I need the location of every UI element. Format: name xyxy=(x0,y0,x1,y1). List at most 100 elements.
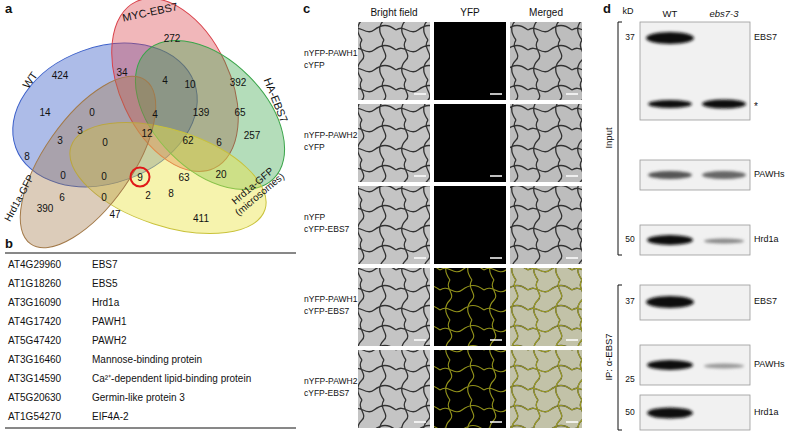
count: 8 xyxy=(168,188,174,199)
band-label: EBS7 xyxy=(754,33,777,43)
micrograph xyxy=(510,22,582,100)
blot-band xyxy=(646,32,746,419)
blot-band xyxy=(648,100,692,108)
count: 257 xyxy=(244,130,261,141)
micrograph xyxy=(510,268,582,346)
gene-id: AT4G17420 xyxy=(8,316,61,327)
venn-diagram xyxy=(0,55,181,269)
scale-bar xyxy=(414,339,426,341)
micrograph xyxy=(434,22,506,100)
construct-label: nYFP xyxy=(304,213,325,222)
section-bracket xyxy=(618,22,622,430)
micrograph xyxy=(358,22,430,100)
construct-label: cYFP-EBS7 xyxy=(304,225,349,234)
count: 6 xyxy=(59,192,65,203)
count: 0 xyxy=(101,192,107,203)
gene-name: PAWH1 xyxy=(92,316,126,327)
count: 10 xyxy=(184,79,195,90)
band-label: PAWHs xyxy=(754,170,785,180)
size-marker: 50 xyxy=(625,235,634,244)
count: 0 xyxy=(60,170,66,181)
panel-letter: a xyxy=(5,2,12,16)
micrograph xyxy=(510,104,582,182)
micrograph xyxy=(434,268,506,346)
micrograph xyxy=(358,186,430,264)
micrograph xyxy=(434,350,506,428)
micrograph xyxy=(510,268,582,346)
count: 62 xyxy=(182,135,193,146)
blot-band xyxy=(704,239,744,244)
band-label: Hrd1a xyxy=(754,408,779,418)
micrograph xyxy=(510,268,582,346)
scale-bar xyxy=(490,175,502,177)
count: 0 xyxy=(89,107,95,118)
scale-bar xyxy=(566,175,578,177)
count: 4 xyxy=(162,75,168,86)
scale-bar xyxy=(490,339,502,341)
gene-name: Ca²⁺-dependent lipid-binding protein xyxy=(92,373,251,384)
count: 12 xyxy=(141,128,152,139)
blot-band xyxy=(647,408,693,419)
section-bracket xyxy=(618,285,622,430)
micrograph xyxy=(358,268,430,346)
blot-band xyxy=(704,364,744,369)
scale-bar xyxy=(414,421,426,423)
blot-band xyxy=(648,171,692,179)
count: 4 xyxy=(152,109,158,120)
micrograph xyxy=(358,350,430,428)
panel-letter: d xyxy=(603,2,611,16)
micrograph xyxy=(510,350,582,428)
micrograph xyxy=(358,22,582,428)
count: 34 xyxy=(116,67,127,78)
scale-bar xyxy=(566,339,578,341)
count: 272 xyxy=(164,33,181,44)
micrograph xyxy=(434,104,506,182)
blot-band xyxy=(646,32,694,44)
count: 0 xyxy=(102,137,108,148)
gene-name: EBS7 xyxy=(92,259,118,270)
gene-name: EBS5 xyxy=(92,278,118,289)
blot-band xyxy=(647,360,693,370)
blot-band xyxy=(702,171,746,179)
gene-name: EIF4A-2 xyxy=(92,411,129,422)
count: 6 xyxy=(216,137,222,148)
gene-id: AT1G54270 xyxy=(8,411,61,422)
band-label: Hrd1a xyxy=(754,235,779,245)
count: 47 xyxy=(109,209,120,220)
construct-label: nYFP-PAWH1 xyxy=(304,295,357,304)
construct-label: nYFP-PAWH2 xyxy=(304,131,357,140)
lane-label: WT xyxy=(663,9,678,19)
blot-band xyxy=(646,296,694,308)
blot-panel xyxy=(640,160,750,190)
construct-label: cYFP xyxy=(304,143,325,152)
gene-id: AT5G20630 xyxy=(8,392,61,403)
count: 392 xyxy=(230,77,247,88)
micrograph xyxy=(358,186,430,264)
gene-id: AT3G16090 xyxy=(8,297,61,308)
scale-bar xyxy=(490,257,502,259)
construct-label: cYFP xyxy=(304,61,325,70)
count: 65 xyxy=(234,107,245,118)
gene-name: PAWH2 xyxy=(92,335,126,346)
size-marker: 37 xyxy=(625,33,634,42)
scale-bar xyxy=(566,93,578,95)
micrograph xyxy=(510,350,582,428)
gene-id: AT3G16460 xyxy=(8,354,61,365)
count: 20 xyxy=(215,169,226,180)
scale-bar xyxy=(414,257,426,259)
count: 9 xyxy=(137,172,143,183)
gene-name: Mannose-binding protein xyxy=(92,354,202,365)
table-rule xyxy=(5,428,296,429)
count: 0 xyxy=(101,171,107,182)
size-marker: 37 xyxy=(625,297,634,306)
micrograph xyxy=(510,186,582,264)
band-label: EBS7 xyxy=(754,297,777,307)
gene-id: AT1G18260 xyxy=(8,278,61,289)
band-label: * xyxy=(754,101,758,112)
panel-letter: b xyxy=(5,237,13,251)
count: 3 xyxy=(77,125,83,136)
count: 8 xyxy=(24,151,30,162)
count: 139 xyxy=(193,107,210,118)
count: 14 xyxy=(39,107,50,118)
blot-panel xyxy=(640,22,750,120)
